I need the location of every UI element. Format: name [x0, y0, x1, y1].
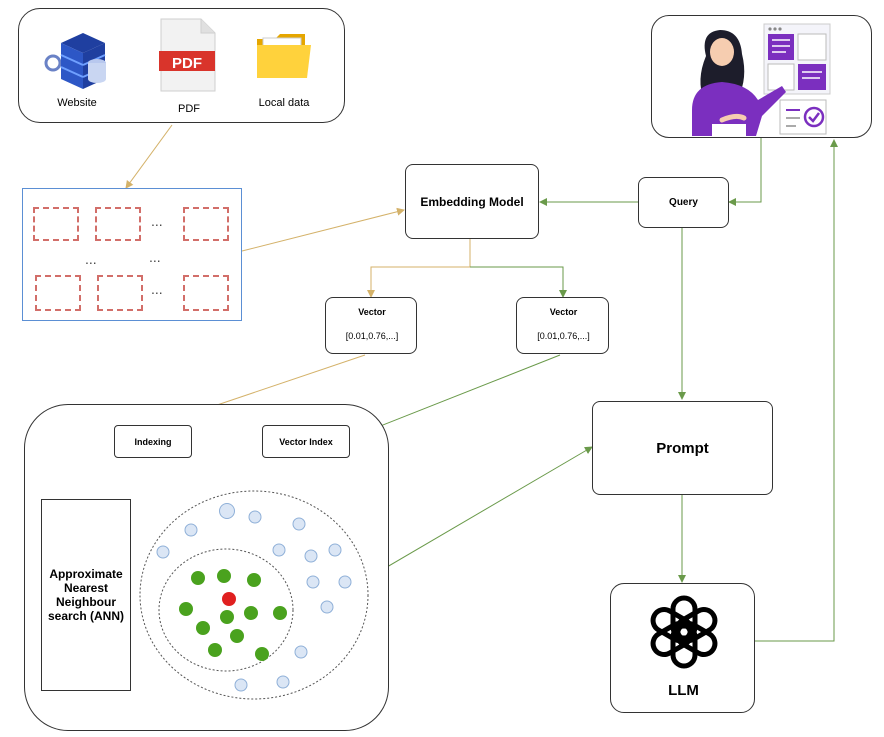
pdf-label: PDF: [178, 103, 200, 115]
llm-label: LLM: [668, 682, 699, 699]
near-point: [247, 573, 261, 587]
near-point: [196, 621, 210, 635]
local-data-label: Local data: [258, 97, 310, 109]
arrow-vector-to-vector-index: [349, 354, 561, 440]
near-points: [179, 569, 287, 661]
near-point: [208, 643, 222, 657]
search-space-inner: [158, 548, 294, 672]
chunk: [183, 275, 229, 311]
chunk: [35, 275, 81, 311]
arrow-llm-to-user: [755, 139, 838, 642]
near-point: [220, 610, 234, 624]
far-point: [219, 503, 235, 519]
sources-panel: Website PDF PDF Local data: [18, 8, 345, 123]
openai-logo-icon: [650, 595, 718, 669]
near-point: [179, 602, 193, 616]
far-point: [248, 510, 262, 524]
chunk: [183, 207, 229, 241]
chunk-ellipsis: ...: [151, 213, 163, 229]
document-chunks-panel: ... ... ... ...: [22, 188, 242, 321]
vector-box-left[interactable]: Vector [0.01,0.76,...]: [325, 297, 417, 354]
near-point: [191, 571, 205, 585]
query-box[interactable]: Query: [638, 177, 729, 228]
chunk: [95, 207, 141, 241]
far-point: [338, 575, 352, 589]
near-point: [217, 569, 231, 583]
far-point: [304, 549, 318, 563]
arrow-sources-to-chunks: [125, 124, 173, 189]
far-point: [294, 645, 308, 659]
folder-icon: [257, 34, 311, 78]
chunk-ellipsis: ...: [85, 251, 97, 267]
far-point: [306, 575, 320, 589]
ann-box[interactable]: Approximate Nearest Neighbour search (AN…: [41, 499, 131, 691]
embedding-model-box[interactable]: Embedding Model: [405, 164, 539, 239]
chunk: [33, 207, 79, 241]
indexing-box[interactable]: Indexing: [114, 425, 192, 458]
far-point: [272, 543, 286, 557]
user-panel: [651, 15, 872, 138]
embedding-model-label: Embedding Model: [420, 194, 524, 209]
ann-label: Approximate Nearest Neighbour search (AN…: [47, 567, 125, 623]
user-illustration: [692, 23, 831, 136]
far-point: [292, 517, 306, 531]
near-point: [273, 606, 287, 620]
far-point: [234, 678, 248, 692]
near-point: [230, 629, 244, 643]
vector-index-label: Vector Index: [279, 436, 333, 447]
vector-value: [0.01,0.76,...]: [345, 331, 399, 341]
arrow-embedding-to-vector-left: [367, 239, 471, 298]
far-point: [276, 675, 290, 689]
arrow-embedding-to-vector-right: [470, 266, 567, 298]
pdf-icon-text: PDF: [172, 54, 202, 72]
database-icon: [44, 33, 106, 89]
arrow-chunks-to-embedding: [241, 207, 405, 252]
chunk-ellipsis: ...: [149, 249, 161, 265]
vector-title: Vector: [549, 307, 578, 317]
far-point: [320, 600, 334, 614]
far-point: [184, 523, 198, 537]
far-point: [156, 545, 170, 559]
far-points: [156, 503, 352, 692]
pdf-icon: [159, 18, 216, 92]
search-space-outer: [139, 490, 369, 700]
prompt-label: Prompt: [656, 439, 709, 457]
arrow-user-to-query: [728, 138, 762, 206]
indexing-label: Indexing: [134, 436, 172, 447]
prompt-box[interactable]: Prompt: [592, 401, 773, 495]
near-point: [255, 647, 269, 661]
llm-box[interactable]: LLM: [610, 583, 755, 713]
vector-store-panel: Indexing Vector Index Approximate Neares…: [24, 404, 389, 731]
vector-box-right[interactable]: Vector [0.01,0.76,...]: [516, 297, 609, 354]
vector-value: [0.01,0.76,...]: [537, 331, 590, 341]
query-label: Query: [669, 197, 698, 208]
query-point: [222, 592, 236, 606]
vector-index-box[interactable]: Vector Index: [262, 425, 350, 458]
website-label: Website: [57, 97, 97, 109]
vector-title: Vector: [358, 307, 386, 317]
chunk-ellipsis: ...: [151, 281, 163, 297]
near-point: [244, 606, 258, 620]
far-point: [328, 543, 342, 557]
chunk: [97, 275, 143, 311]
